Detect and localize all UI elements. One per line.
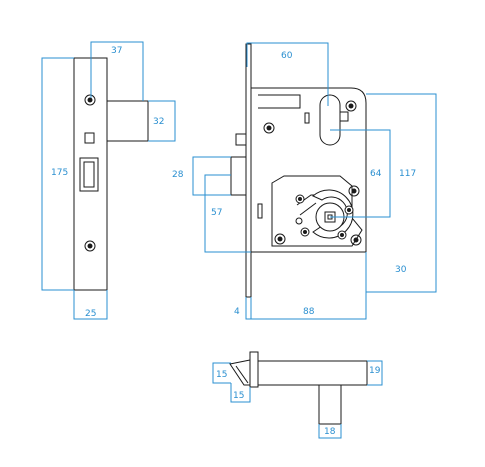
faceplate-screw-bottom (84, 240, 96, 252)
dim-front-case-depth: 60 (281, 51, 293, 61)
faceplate-latch-opening-inner (83, 161, 95, 188)
side-view-dimensions: 37 32 175 25 (41, 41, 176, 320)
dim-latch-right-height: 19 (369, 366, 381, 376)
dim-front-cylinder-to-handle: 64 (370, 169, 382, 179)
faceplate-screw-top (84, 94, 96, 106)
side-view (73, 57, 149, 291)
case-screw-lower-left (274, 233, 286, 245)
dim-front-faceplate-thickness: 4 (234, 307, 240, 317)
front-view (230, 43, 367, 298)
dim-front-latch-offset: 28 (172, 170, 184, 180)
faceplate-small-slot (84, 132, 95, 144)
dim-latch-left-height: 15 (216, 370, 227, 380)
front-latch-bolt-small (235, 133, 248, 146)
dim-front-bottom-offset: 30 (395, 265, 407, 275)
dim-front-latch-to-center: 57 (211, 208, 222, 218)
latch-bolt (105, 100, 149, 142)
hub-screw-right (344, 205, 354, 215)
dim-side-faceplate-width: 25 (85, 309, 96, 319)
dim-side-latch-height: 32 (153, 117, 164, 127)
latch-view-dimensions: 15 15 19 18 (212, 360, 383, 439)
dim-latch-spindle-width: 18 (324, 427, 336, 437)
dim-latch-left-width: 15 (233, 391, 244, 401)
hub-screw-bottom (337, 230, 347, 240)
case-screw-top-right (345, 100, 357, 112)
dim-side-height: 175 (51, 168, 68, 178)
case-screw-top-left (263, 122, 275, 134)
front-faceplate (245, 43, 252, 298)
dim-front-backset: 88 (303, 307, 315, 317)
follower-hub (312, 189, 354, 239)
front-view-dimensions: 60 28 57 64 117 30 4 88 (172, 42, 437, 320)
dim-side-width: 37 (111, 46, 122, 56)
latch-spindle (318, 383, 342, 425)
latch-view (229, 351, 368, 425)
cylinder-keyhole (319, 94, 341, 146)
latch-flange (249, 351, 259, 388)
case-screw-mid-right (348, 185, 360, 197)
hub-screw-left (295, 194, 305, 204)
latch-body (257, 360, 368, 386)
hub-screw-lower (300, 227, 310, 237)
dim-front-case-height: 117 (399, 169, 416, 179)
front-latch-bolt (230, 156, 248, 196)
